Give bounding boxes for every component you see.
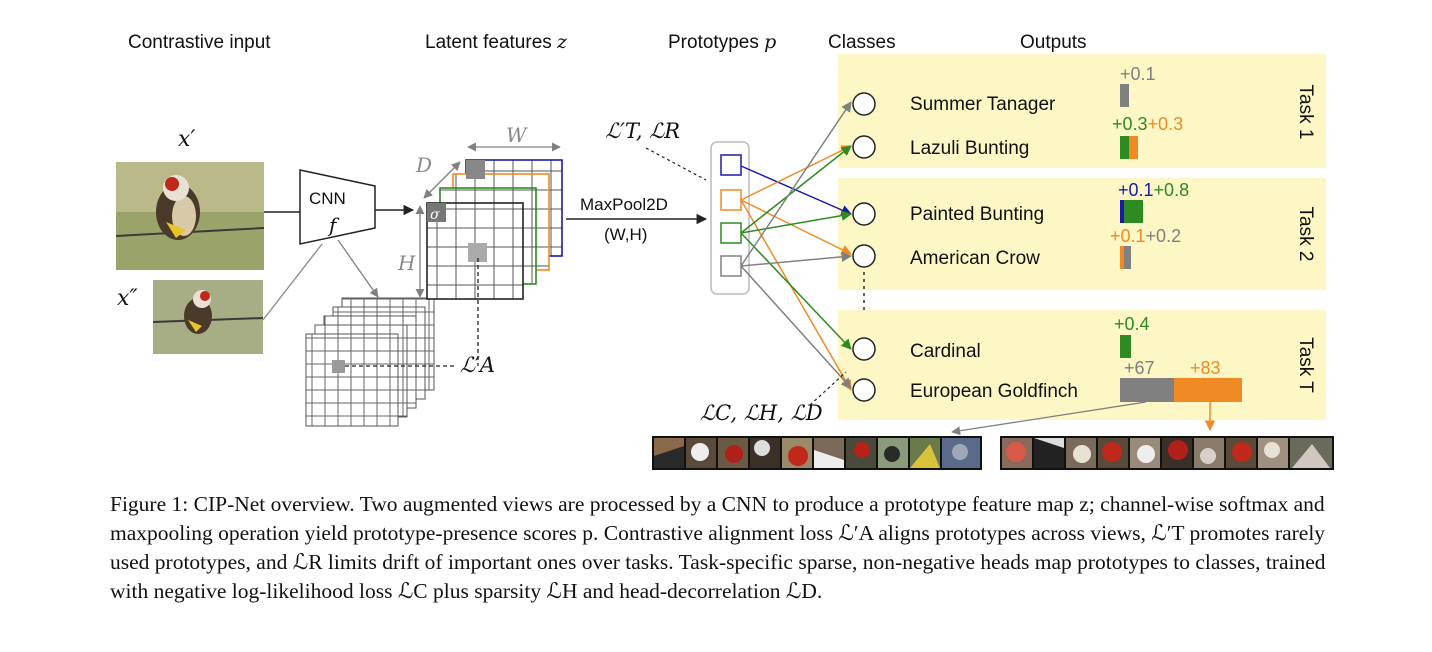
top-loss-label: ℒ′T, ℒR [605, 119, 680, 143]
output-value-goldfinch-orange: +83 [1190, 358, 1221, 378]
prototype-blue [720, 154, 742, 176]
output-bar-american-crow-gray [1124, 246, 1131, 269]
input-image-2 [152, 280, 264, 354]
input-view2-label: x″ [117, 286, 138, 311]
cnn-label: CNN [309, 189, 346, 208]
cnn-to-view2-features-arrow [337, 239, 379, 298]
cnn-block: CNN f [299, 169, 376, 245]
maxpool-label: MaxPool2D [580, 195, 668, 214]
class-name-cardinal: Cardinal [910, 341, 981, 362]
class-node-summer-tanager [852, 92, 876, 116]
bottom-loss-label: ℒC, ℒH, ℒD [700, 401, 823, 425]
gray-prototype-patches-arrow [951, 401, 1147, 436]
orange-prototype-patch-strip [1000, 436, 1334, 470]
prototype-gray [720, 255, 742, 277]
output-bar-lazuli-bunting-green [1120, 136, 1129, 159]
input2-to-cnn-line [262, 243, 323, 321]
task1-label: Task 1 [1295, 85, 1316, 140]
class-name-lazuli-bunting: Lazuli Bunting [910, 138, 1029, 159]
output-bar-painted-bunting-green [1124, 200, 1143, 223]
width-label: W [506, 123, 528, 147]
output-bar-summer-tanager-gray [1120, 84, 1129, 107]
maxpool-sublabel: (W,H) [604, 225, 647, 244]
latent-feature-map: σ [426, 159, 563, 300]
height-label: H [397, 251, 416, 275]
output-values-painted-bunting: +0.1+0.8 [1118, 180, 1189, 200]
bottom-loss-dashed-line [809, 371, 847, 406]
top-loss-dashed-line [645, 147, 707, 181]
prototype-green [720, 222, 742, 244]
class-name-american-crow: American Crow [910, 248, 1040, 269]
header-outputs: Outputs [1020, 32, 1087, 53]
output-values-summer-tanager: +0.1 [1120, 64, 1156, 84]
depth-label: D [415, 153, 432, 177]
caption-text: Figure 1: CIP-Net overview. Two augmente… [110, 492, 1326, 603]
view2-feature-map-stack [305, 297, 435, 427]
output-bar-goldfinch-gray [1120, 378, 1174, 402]
softmax-symbol: σ [430, 207, 440, 223]
prototype-vector [710, 141, 750, 295]
class-name-summer-tanager: Summer Tanager [910, 94, 1056, 115]
output-bar-american-crow-orange [1120, 246, 1124, 269]
class-node-lazuli-bunting [852, 135, 876, 159]
header-classes: Classes [828, 32, 896, 53]
header-prototypes: Prototypes p [668, 31, 776, 53]
class-node-cardinal [852, 337, 876, 361]
task1-panel [838, 54, 1326, 168]
class-node-american-crow [852, 244, 876, 268]
output-value-goldfinch-gray: +67 [1124, 358, 1155, 378]
taskT-label: Task T [1295, 337, 1316, 393]
task2-label: Task 2 [1295, 207, 1316, 262]
class-node-painted-bunting [852, 202, 876, 226]
taskT-panel [838, 310, 1326, 420]
prototype-orange [720, 189, 742, 211]
output-values-cardinal: +0.4 [1114, 314, 1150, 334]
input-image-1 [115, 162, 265, 270]
output-bar-cardinal-green [1120, 335, 1131, 358]
output-values-american-crow: +0.1+0.2 [1110, 226, 1181, 246]
task2-panel [838, 178, 1326, 290]
class-node-european-goldfinch [852, 378, 876, 402]
method-overview-figure: Contrastive input Latent features z Prot… [115, 31, 1334, 470]
class-name-european-goldfinch: European Goldfinch [910, 381, 1078, 402]
output-bar-lazuli-bunting-orange [1129, 136, 1138, 159]
input-view1-label: x′ [178, 127, 195, 152]
output-values-lazuli-bunting: +0.3+0.3 [1112, 114, 1183, 134]
depth-dimension-arrow [423, 161, 461, 199]
class-name-painted-bunting: Painted Bunting [910, 204, 1044, 225]
prototype-class-connections [740, 101, 853, 391]
alignment-loss-label: ℒ′A [460, 353, 495, 377]
header-contrastive-input: Contrastive input [128, 32, 271, 53]
gray-prototype-patch-strip [652, 436, 982, 470]
header-latent-features: Latent features z [425, 31, 568, 53]
figure-caption: Figure 1: CIP-Net overview. Two augmente… [110, 490, 1340, 606]
output-bar-painted-bunting-blue [1120, 200, 1124, 223]
output-bar-goldfinch-orange [1174, 378, 1242, 402]
